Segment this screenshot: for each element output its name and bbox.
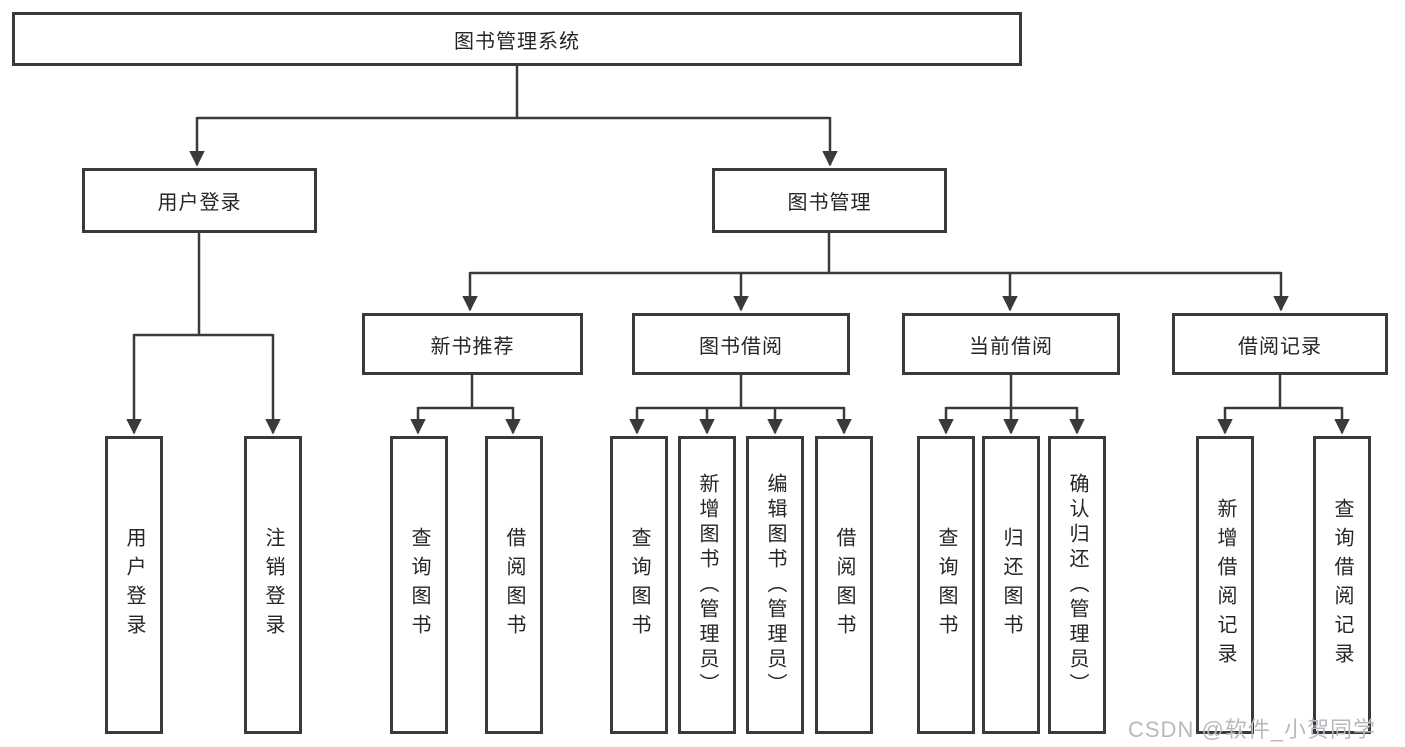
node-leaf-borrow-books-recommend: 借阅图书 (485, 436, 543, 734)
node-leaf-query-books-borrow-label: 查询图书 (628, 527, 650, 643)
node-leaf-borrow-books-label: 借阅图书 (833, 527, 855, 643)
node-book-management-label: 图书管理 (787, 192, 872, 214)
node-leaf-borrow-books: 借阅图书 (815, 436, 873, 734)
node-leaf-logout: 注销登录 (244, 436, 302, 734)
node-new-book-recommend-label: 新书推荐 (430, 335, 515, 358)
node-leaf-edit-book-admin-label: 编辑图书（管理员） (764, 472, 786, 698)
node-borrow-records-label: 借阅记录 (1238, 335, 1322, 358)
node-leaf-logout-label: 注销登录 (262, 527, 284, 643)
node-current-borrow-label: 当前借阅 (969, 335, 1053, 358)
node-leaf-add-borrow-record-label: 新增借阅记录 (1214, 498, 1236, 672)
node-book-management: 图书管理 (712, 168, 947, 233)
node-book-borrow-label: 图书借阅 (699, 335, 783, 358)
node-leaf-query-books-recommend: 查询图书 (390, 436, 448, 734)
node-leaf-query-books-current-label: 查询图书 (935, 527, 957, 643)
csdn-watermark: CSDN @软件_小贺同学 (1128, 717, 1377, 742)
node-user-login: 用户登录 (82, 168, 317, 233)
node-user-login-label: 用户登录 (157, 192, 242, 214)
node-leaf-user-login-label: 用户登录 (123, 527, 145, 643)
node-current-borrow: 当前借阅 (902, 313, 1120, 375)
node-leaf-query-borrow-record: 查询借阅记录 (1313, 436, 1371, 734)
node-leaf-add-borrow-record: 新增借阅记录 (1196, 436, 1254, 734)
node-leaf-add-book-admin-label: 新增图书（管理员） (696, 472, 718, 698)
node-leaf-query-books-current: 查询图书 (917, 436, 975, 734)
node-leaf-add-book-admin: 新增图书（管理员） (678, 436, 736, 734)
node-borrow-records: 借阅记录 (1172, 313, 1388, 375)
node-leaf-user-login: 用户登录 (105, 436, 163, 734)
node-leaf-confirm-return-admin-label: 确认归还（管理员） (1066, 472, 1088, 698)
node-leaf-borrow-books-recommend-label: 借阅图书 (503, 527, 525, 643)
node-leaf-confirm-return-admin: 确认归还（管理员） (1048, 436, 1106, 734)
node-book-borrow: 图书借阅 (632, 313, 850, 375)
node-leaf-edit-book-admin: 编辑图书（管理员） (746, 436, 804, 734)
node-leaf-return-book: 归还图书 (982, 436, 1040, 734)
node-leaf-query-books-recommend-label: 查询图书 (408, 527, 430, 643)
node-root-label: 图书管理系统 (454, 30, 580, 53)
node-root: 图书管理系统 (12, 12, 1022, 66)
node-leaf-return-book-label: 归还图书 (1000, 527, 1022, 643)
node-leaf-query-books-borrow: 查询图书 (610, 436, 668, 734)
node-leaf-query-borrow-record-label: 查询借阅记录 (1331, 498, 1353, 672)
node-new-book-recommend: 新书推荐 (362, 313, 583, 375)
